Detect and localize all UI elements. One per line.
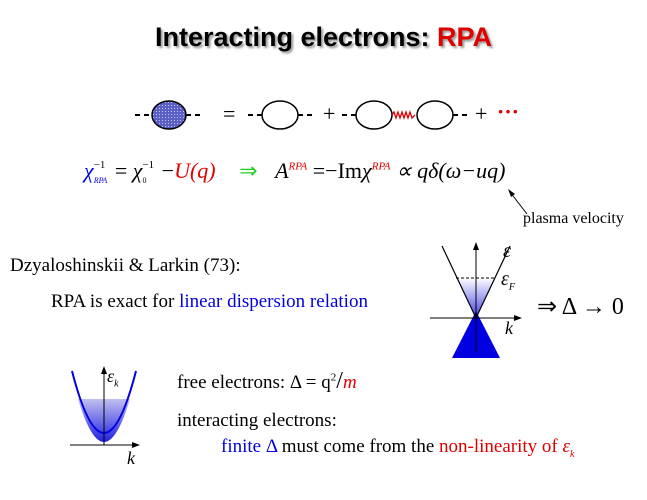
reference-text: Dzyaloshinskii & Larkin (73):: [10, 255, 241, 276]
dirac-cone-plot: [430, 242, 522, 358]
epsilon-k-label: εk: [107, 366, 119, 390]
feynman-diagram: [135, 100, 467, 130]
chi0: χ: [132, 158, 143, 183]
fermi-label: εF: [501, 268, 515, 299]
plus-sign: +: [323, 101, 336, 126]
title-text: Interacting electrons:: [154, 22, 438, 52]
inverse-sup: −1: [93, 159, 106, 172]
nonlinearity-text: finite Δ must come from the non-linearit…: [221, 436, 574, 460]
chi: χ: [362, 158, 372, 183]
eps: ε: [107, 366, 115, 386]
parabola-plot: [70, 366, 140, 448]
free-electrons-text: free electrons: Δ = q2/m: [177, 368, 357, 395]
inverse-sup: −1: [142, 159, 155, 172]
chi-rpa: χ: [84, 158, 94, 183]
nonlinearity: non-linearity of: [439, 436, 563, 457]
slide-title: Interacting electrons: RPA: [0, 22, 647, 53]
sup: 2: [330, 371, 337, 384]
rpa-sup: RPA: [288, 160, 308, 173]
title-highlight: RPA: [437, 22, 493, 52]
rpa-exact-text: RPA is exact for linear dispersion relat…: [51, 291, 368, 313]
prefix: free electrons: Δ = q: [177, 372, 331, 393]
middle: must come from the: [277, 436, 440, 457]
U: U: [174, 158, 190, 183]
proportional-expression: ∝ qδ(ω−uq): [395, 158, 506, 183]
energy-axis-label: ε: [503, 240, 511, 262]
k-axis-label: k: [127, 448, 135, 468]
rpa-sub: RPA: [93, 176, 108, 186]
bubble: [416, 100, 454, 130]
zero-sub: 0: [142, 176, 147, 186]
mass: m: [342, 372, 357, 393]
rpa-sup: RPA: [371, 160, 391, 173]
delta-result: ⇒ Δ → 0: [537, 294, 624, 320]
plus-sign: +: [475, 101, 488, 126]
eps: ε: [501, 268, 509, 290]
slash: /: [336, 368, 343, 394]
ellipsis: ···: [497, 99, 520, 124]
k-sub: k: [114, 378, 119, 390]
interaction-line: [391, 109, 416, 121]
equals-sign: =: [223, 101, 236, 126]
bubble: [355, 100, 393, 130]
bubble: [261, 100, 299, 130]
plasma-velocity-label: plasma velocity: [523, 210, 624, 227]
q-paren: (q): [189, 158, 216, 183]
prefix: RPA is exact for: [51, 291, 180, 312]
eps: ε: [562, 436, 571, 457]
interacting-electrons-text: interacting electrons:: [177, 410, 337, 431]
k-sub: k: [570, 448, 575, 460]
annotation-arrow: [508, 189, 528, 215]
implies-arrow: ⇒: [239, 158, 258, 183]
minus: −: [161, 158, 175, 183]
k-axis-label: k: [505, 318, 513, 338]
A: A: [275, 158, 289, 183]
f-sub: F: [508, 282, 515, 293]
minus-im: =−Im: [312, 158, 363, 183]
rpa-bubble: [151, 100, 187, 130]
eq: =: [114, 158, 128, 183]
finite-delta: finite Δ: [221, 436, 278, 457]
linear-dispersion: linear dispersion relation: [179, 291, 368, 312]
